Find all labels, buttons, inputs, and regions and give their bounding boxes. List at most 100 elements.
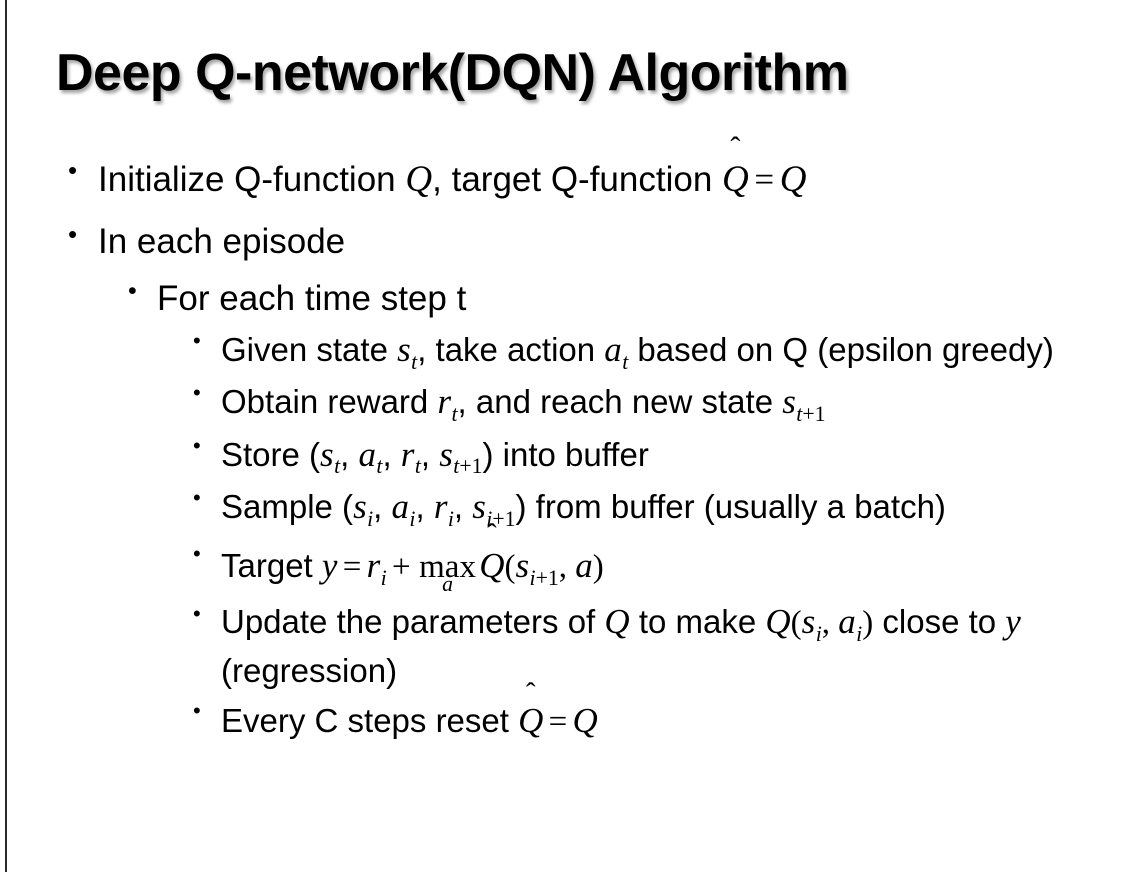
list-item-in-each-episode: • In each episode [0, 212, 1124, 272]
math-var-a: a [604, 330, 622, 370]
text-fragment: to make [629, 603, 766, 641]
subscript-plus-one: +1 [802, 401, 826, 426]
math-subscript-i: i [367, 506, 374, 531]
math-var-base: Q [479, 546, 505, 586]
text-fragment: Given state [221, 331, 398, 369]
math-var-q: Q [604, 602, 630, 642]
bullet-glyph: • [193, 601, 201, 627]
list-item-obtain-reward: • Obtain reward rt, and reach new state … [0, 377, 1124, 429]
list-item-initialize: • Initialize Q-function Q, target Q-func… [0, 148, 1124, 212]
text-fragment: , and reach new state [457, 383, 783, 421]
math-subscript-t-plus-1: t+1 [453, 454, 483, 479]
list-item-text: Given state st, take action at based on … [221, 325, 1098, 377]
math-var-s: s [397, 330, 411, 370]
math-subscript-i-plus-1: i+1 [486, 506, 516, 531]
math-var-q-hat: ̂Q [479, 534, 504, 599]
list-item-text: Store (st, at, rt, st+1) into buffer [221, 430, 1098, 482]
math-subscript-i: i [447, 506, 454, 531]
text-fragment: Store ( [221, 435, 321, 473]
max-limit-a: a [442, 571, 453, 596]
math-var-q-hat: ̂Q [722, 148, 749, 212]
math-subscript-t: t [414, 454, 421, 479]
math-subscript-t: t [451, 401, 458, 426]
list-item-every-c-steps: • Every C steps reset ̂Q=Q [0, 693, 1124, 750]
subscript-var: i [486, 506, 493, 531]
list-item-text: Update the parameters of Q to make Q(si,… [221, 599, 1098, 693]
math-var-y: y [1005, 602, 1021, 642]
math-var-s: s [472, 487, 486, 527]
math-paren-close: ) [592, 549, 604, 586]
bullet-glyph: • [193, 328, 201, 354]
bullet-glyph: • [193, 697, 201, 723]
math-var-r: r [366, 546, 381, 586]
math-subscript-t: t [411, 349, 418, 374]
text-fragment: , take action [417, 331, 605, 369]
math-operator-plus: + [391, 549, 411, 586]
math-var-s: s [439, 434, 453, 474]
text-fragment: , target Q-function [432, 160, 723, 199]
math-subscript-i: i [815, 621, 822, 646]
subscript-var: t [453, 454, 460, 479]
math-subscript-t: t [622, 349, 629, 374]
math-var-q-hat: ̂Q [518, 693, 543, 750]
bullet-glyph: • [193, 380, 201, 406]
text-fragment: close to [873, 603, 1006, 641]
subscript-var: i [529, 565, 536, 590]
bullet-glyph: • [193, 541, 201, 567]
math-subscript-i: i [409, 506, 416, 531]
math-subscript-i: i [856, 621, 863, 646]
list-item-text: For each time step t [157, 278, 467, 318]
text-separator: , [382, 435, 401, 473]
text-separator: , [420, 435, 440, 473]
math-var-a: a [575, 546, 593, 586]
text-fragment: ) into buffer [482, 435, 649, 473]
math-var-r: r [433, 487, 448, 527]
math-var-r: r [400, 434, 415, 474]
math-var-q2: Q [779, 159, 807, 200]
text-separator: , [373, 488, 392, 526]
list-item-text: Target y=ri+maxâQ(si+1, a) [221, 534, 1098, 599]
math-var-y: y [321, 546, 338, 586]
list-item-text: Obtain reward rt, and reach new state st… [221, 377, 1098, 429]
math-operator-equals: = [754, 160, 775, 199]
subscript-plus-one: +1 [459, 454, 483, 479]
math-subscript-i: i [380, 565, 387, 590]
subscript-plus-one: +1 [535, 565, 559, 590]
max-label: max [419, 549, 476, 586]
math-var-s: s [515, 546, 530, 586]
math-var-base: Q [722, 159, 749, 200]
math-paren-close: ) [862, 605, 874, 642]
math-var-a: a [838, 602, 856, 642]
math-paren-open: ( [790, 605, 802, 642]
text-fragment: based on Q (epsilon greedy) [628, 331, 1054, 369]
bullet-list: • Initialize Q-function Q, target Q-func… [0, 148, 1124, 750]
text-fragment: (regression) [221, 651, 398, 689]
bullet-glyph: • [128, 276, 137, 305]
text-fragment: ) from buffer (usually a batch) [515, 488, 946, 526]
math-var-base: Q [518, 700, 544, 740]
list-item-text: Sample (si, ai, ri, si+1) from buffer (u… [221, 482, 1098, 534]
list-item-sample: • Sample (si, ai, ri, si+1) from buffer … [0, 482, 1124, 534]
list-item-text: Initialize Q-function Q, target Q-functi… [98, 148, 1124, 212]
math-var-q2: Q [765, 602, 791, 642]
math-var-s: s [320, 434, 334, 474]
text-fragment: Obtain reward [221, 383, 438, 421]
bullet-glyph: • [193, 432, 201, 458]
math-operator-equals: = [548, 703, 568, 740]
math-subscript-i-plus-1: i+1 [529, 566, 559, 590]
math-var-s: s [353, 487, 367, 527]
bullet-glyph: • [193, 485, 201, 511]
list-item-target: • Target y=ri+maxâQ(si+1, a) [0, 534, 1124, 599]
subscript-plus-one: +1 [492, 506, 516, 531]
text-fragment: Target [221, 547, 322, 585]
text-fragment: Every C steps reset [221, 701, 519, 739]
text-fragment: Sample ( [221, 488, 354, 526]
bullet-glyph: • [68, 218, 78, 249]
math-var-s: s [782, 382, 796, 422]
slide-left-border [5, 0, 7, 872]
math-var-a: a [391, 487, 409, 527]
page-title: Deep Q-network(DQN) Algorithm [56, 44, 849, 102]
text-fragment: Update the parameters of [221, 603, 605, 641]
